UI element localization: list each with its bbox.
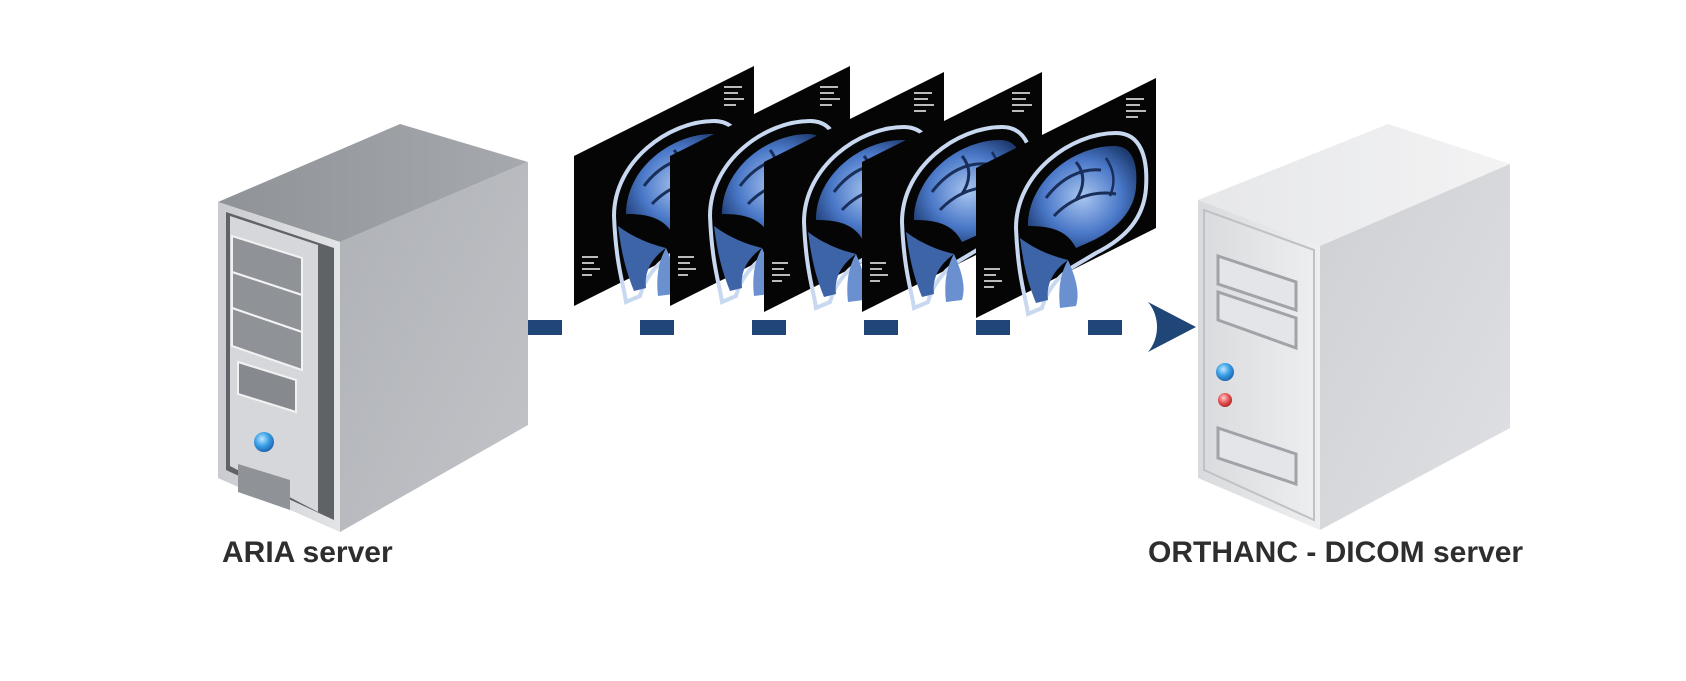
- arrow-dash: [640, 320, 674, 335]
- aria-server-icon: [218, 124, 528, 532]
- arrow-dash: [1088, 320, 1122, 335]
- orthanc-server-label: ORTHANC - DICOM server: [1148, 536, 1524, 569]
- arrow-dash: [864, 320, 898, 335]
- mri-image-stack: [572, 64, 1158, 320]
- arrow-dash: [752, 320, 786, 335]
- arrow-dash: [976, 320, 1010, 335]
- aria-server-label: ARIA server: [222, 536, 393, 569]
- dashed-arrow-icon: [528, 302, 1196, 352]
- orthanc-server-icon: [1198, 124, 1510, 530]
- arrow-head: [1148, 302, 1196, 352]
- arrow-dash: [528, 320, 562, 335]
